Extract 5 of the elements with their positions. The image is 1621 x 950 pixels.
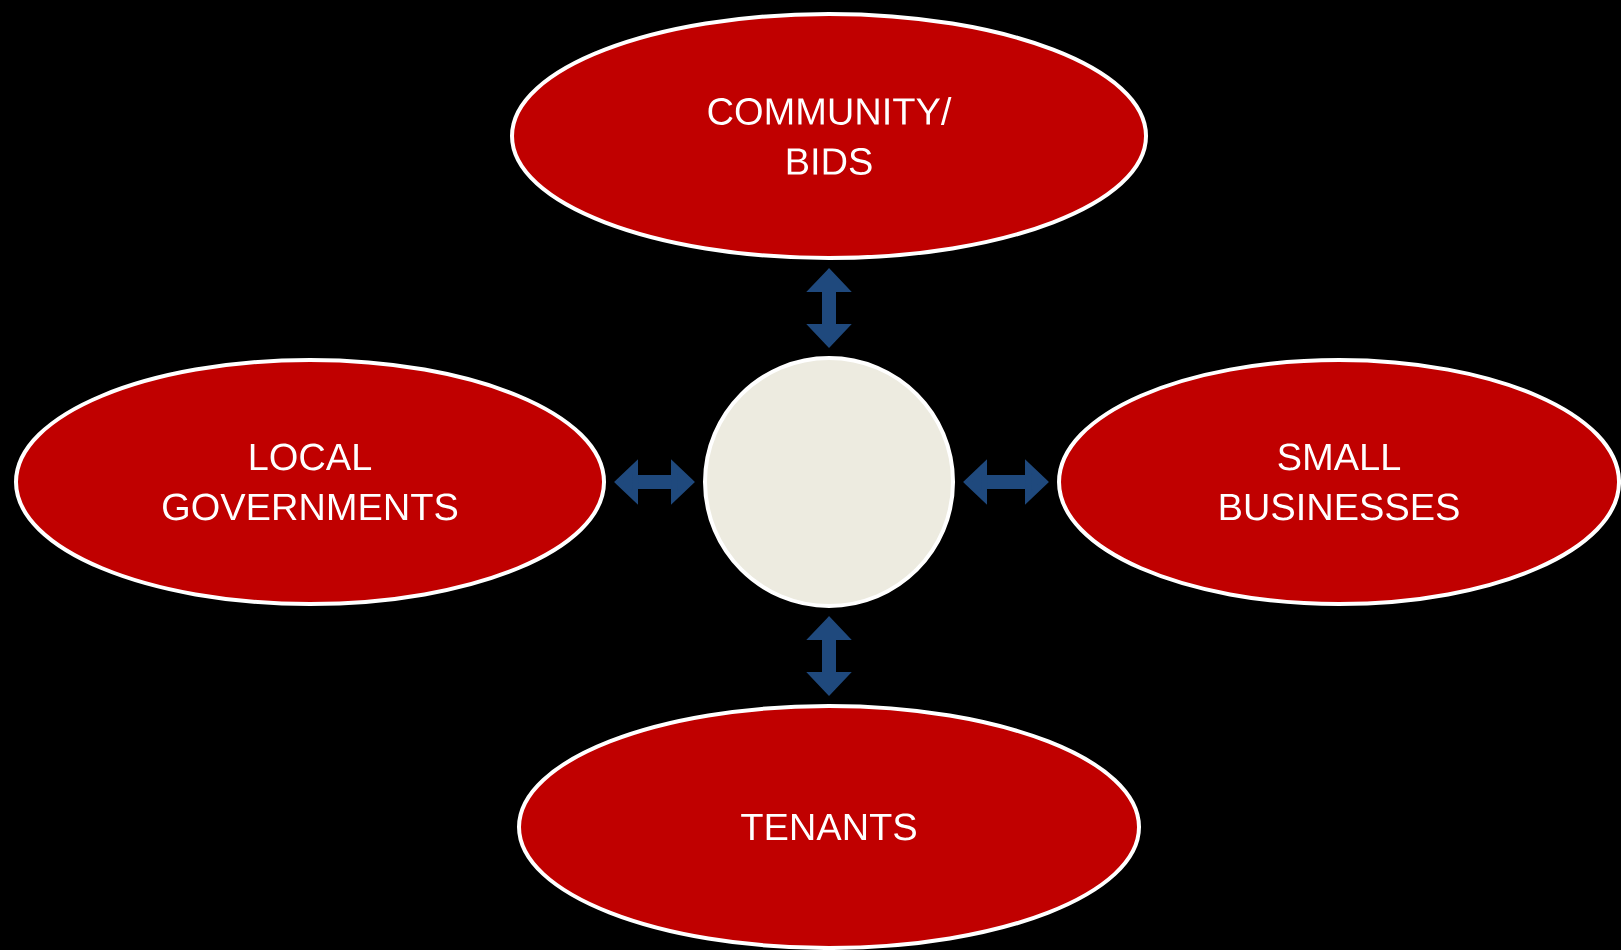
ellipse-node: SMALL BUSINESSES	[1057, 358, 1621, 606]
circle	[703, 356, 955, 608]
ellipse-node: LOCAL GOVERNMENTS	[14, 358, 606, 606]
ellipse-node: TENANTS	[517, 704, 1141, 950]
ellipse-node: COMMUNITY/ BIDS	[510, 12, 1148, 260]
